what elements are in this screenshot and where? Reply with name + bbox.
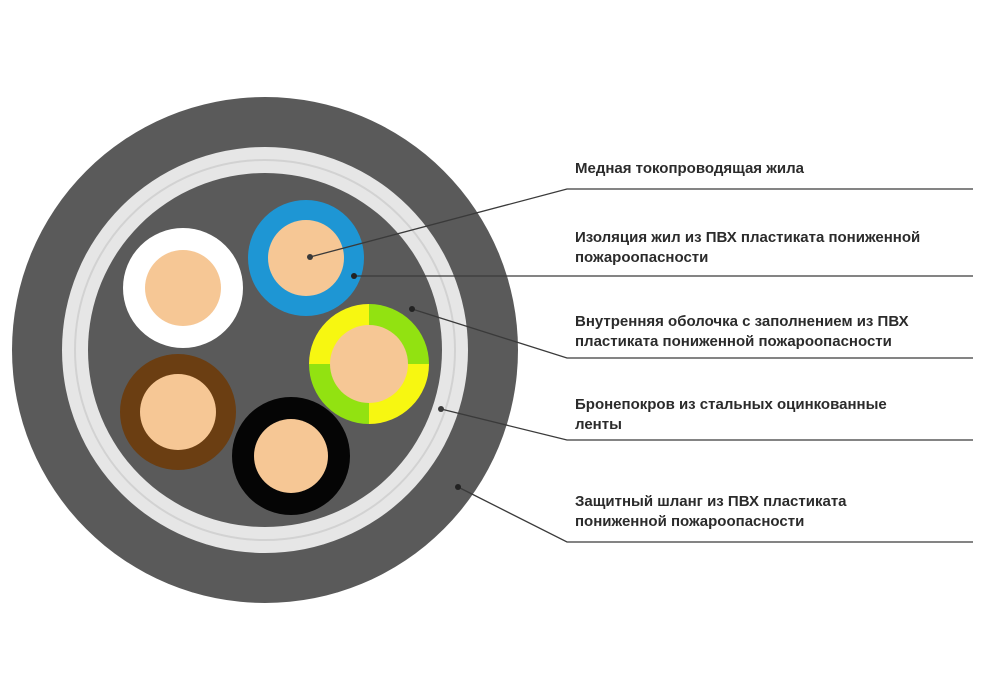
leader-dot-insulation (351, 273, 357, 279)
core-green-yellow (309, 304, 429, 424)
core-blue (248, 200, 364, 316)
armor-tape-seam (74, 159, 456, 541)
label-line: Внутренняя оболочка с заполнением из ПВХ (575, 313, 909, 330)
label-line: пониженной пожароопасности (575, 513, 804, 530)
label-line: Изоляция жил из ПВХ пластиката пониженно… (575, 229, 920, 246)
leader-lines (307, 188, 973, 543)
label-inner-sheath: Внутренняя оболочка с заполнением из ПВХ… (575, 313, 913, 350)
label-line: Медная токопроводящая жила (575, 160, 805, 177)
leader-line-copper (309, 188, 973, 258)
copper-conductor (254, 419, 328, 493)
leader-dot-inner-sheath (409, 306, 415, 312)
leader-dot-outer-sheath (455, 484, 461, 490)
core-black (232, 397, 350, 515)
copper-conductor (140, 374, 216, 450)
label-line: пожароопасности (575, 249, 708, 266)
copper-conductor (268, 220, 344, 296)
leader-line-inner-sheath (411, 308, 973, 359)
label-line: Бронепокров из стальных оцинкованные (575, 396, 887, 413)
core-brown (120, 354, 236, 470)
copper-conductor (145, 250, 221, 326)
label-copper-conductor: Медная токопроводящая жила (575, 160, 805, 177)
labels: Медная токопроводящая жила Изоляция жил … (575, 160, 924, 530)
leader-line-outer-sheath (457, 486, 973, 543)
label-line: ленты (575, 416, 622, 433)
core-white (123, 228, 243, 348)
leader-line-armor (440, 408, 973, 441)
label-core-insulation: Изоляция жил из ПВХ пластиката пониженно… (575, 229, 924, 266)
label-outer-sheath: Защитный шланг из ПВХ пластиката понижен… (575, 493, 851, 530)
label-line: Защитный шланг из ПВХ пластиката (575, 493, 847, 510)
label-line: пластиката пониженной пожароопасности (575, 333, 892, 350)
leader-dot-copper (307, 254, 313, 260)
label-steel-armor: Бронепокров из стальных оцинкованные лен… (575, 396, 891, 433)
copper-conductor (330, 325, 408, 403)
leader-dot-armor (438, 406, 444, 412)
cable-cross-section (12, 97, 518, 603)
